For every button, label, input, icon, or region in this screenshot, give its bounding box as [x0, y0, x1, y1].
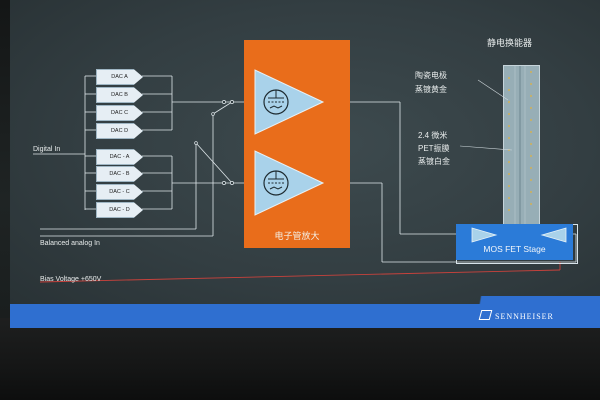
balanced-analog-in-label: Balanced analog In — [40, 240, 100, 247]
brand-wordmark: SENNHEISER — [495, 312, 554, 321]
screen-bottom-edge — [0, 318, 600, 400]
dac-minus-c: DAC - C — [96, 184, 143, 200]
upper-vacuum-tube-icon — [263, 89, 289, 115]
lower-vacuum-tube-icon — [263, 170, 289, 196]
mos-fet-stage-label: MOS FET Stage — [483, 244, 546, 254]
gold-coating-label: 蒸镀黄金 — [415, 85, 447, 94]
lower-amp-triangle — [254, 150, 325, 216]
electrostatic-transducer-label: 静电换能器 — [487, 38, 533, 48]
sennheiser-logo: SENNHEISER — [478, 310, 554, 321]
dac-d: DAC D — [96, 123, 143, 139]
tube-amplifier-caption: 电子管放大 — [274, 231, 320, 241]
footer-accent-wedge — [450, 296, 600, 306]
pet-diaphragm-label: PET振膜 — [418, 144, 450, 153]
dac-minus-a: DAC - A — [96, 149, 143, 165]
digital-in-label: Digital In — [33, 146, 61, 153]
upper-amp-triangle — [254, 69, 325, 135]
bias-voltage-label: Bias Voltage +650V — [40, 276, 102, 283]
pet-thickness-label: 2.4 微米 — [418, 131, 448, 140]
dac-c: DAC C — [96, 105, 143, 121]
platinum-coating-label: 蒸镀白金 — [418, 157, 450, 166]
ceramic-electrode-label: 陶瓷电极 — [415, 71, 447, 80]
footer-blue-band — [10, 304, 600, 328]
electrostatic-transducer — [503, 65, 540, 232]
dac-minus-b: DAC - B — [96, 166, 143, 182]
dac-a: DAC A — [96, 69, 143, 85]
dac-b: DAC B — [96, 87, 143, 103]
dac-minus-d: DAC - D — [96, 202, 143, 218]
